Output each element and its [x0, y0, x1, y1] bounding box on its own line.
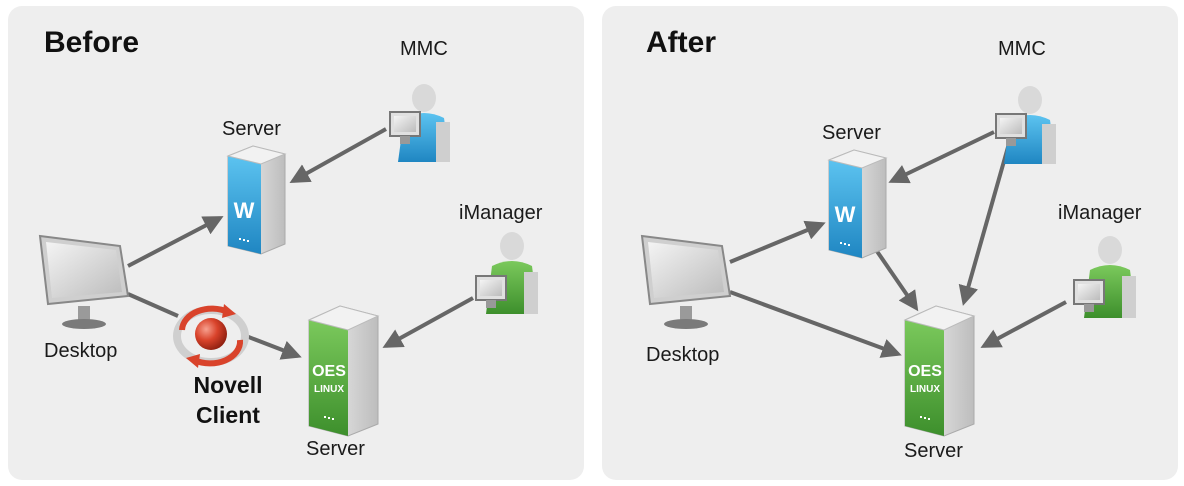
arrow-imanager-to-oes [980, 300, 1067, 348]
svg-text:W: W [835, 202, 856, 227]
svg-text:OES: OES [908, 363, 942, 380]
arrow-desktop-to-server [729, 220, 826, 264]
svg-text:LINUX: LINUX [314, 384, 344, 395]
server-bottom-label: Server [306, 438, 365, 460]
desktop-monitor-icon [38, 234, 130, 329]
server-top-label: Server [222, 118, 281, 140]
arrow-client-to-oes [245, 334, 302, 360]
oes-linux-server-icon: OES LINUX [307, 305, 380, 437]
novell-client-line2: Client [196, 402, 260, 428]
server-top-label: Server [822, 122, 881, 144]
after-diagram: W OES LINUX [640, 86, 1136, 437]
before-diagram: W [38, 84, 538, 437]
novell-client-label: Novell Client [158, 370, 298, 430]
arrow-mmc-to-server [289, 127, 387, 183]
desktop-monitor-icon [640, 234, 732, 329]
novell-client-icon [173, 304, 249, 368]
imanager-label: iManager [459, 202, 543, 224]
after-title: After [646, 26, 717, 59]
svg-text:OES: OES [312, 363, 346, 380]
windows-server-icon: W [827, 149, 888, 259]
arrow-server-to-oes [870, 242, 919, 312]
arrow-mmc-to-server [888, 130, 995, 184]
windows-server-icon: W [226, 145, 287, 255]
desktop-label: Desktop [44, 340, 118, 362]
mmc-label: MMC [400, 38, 448, 60]
imanager-label: iManager [1058, 202, 1142, 224]
imanager-user-icon [1073, 236, 1136, 318]
mmc-label: MMC [998, 38, 1046, 60]
mmc-user-icon [995, 86, 1056, 164]
mmc-user-icon [389, 84, 450, 162]
arrow-desktop-to-oes [729, 290, 902, 358]
svg-text:W: W [234, 198, 255, 223]
arrow-desktop-to-server [127, 216, 224, 268]
svg-text:LINUX: LINUX [910, 384, 940, 395]
before-title: Before [44, 26, 140, 59]
before-panel: Before W [8, 6, 584, 480]
arrow-mmc-to-oes [958, 139, 1012, 306]
server-bottom-label: Server [904, 440, 963, 462]
imanager-user-icon [475, 232, 538, 314]
after-panel: After W [602, 6, 1178, 480]
arrow-desktop-to-client [127, 292, 179, 318]
novell-client-line1: Novell [193, 372, 263, 398]
oes-linux-server-icon: OES LINUX [903, 305, 976, 437]
arrow-imanager-to-oes [382, 296, 474, 348]
desktop-label: Desktop [646, 344, 720, 366]
